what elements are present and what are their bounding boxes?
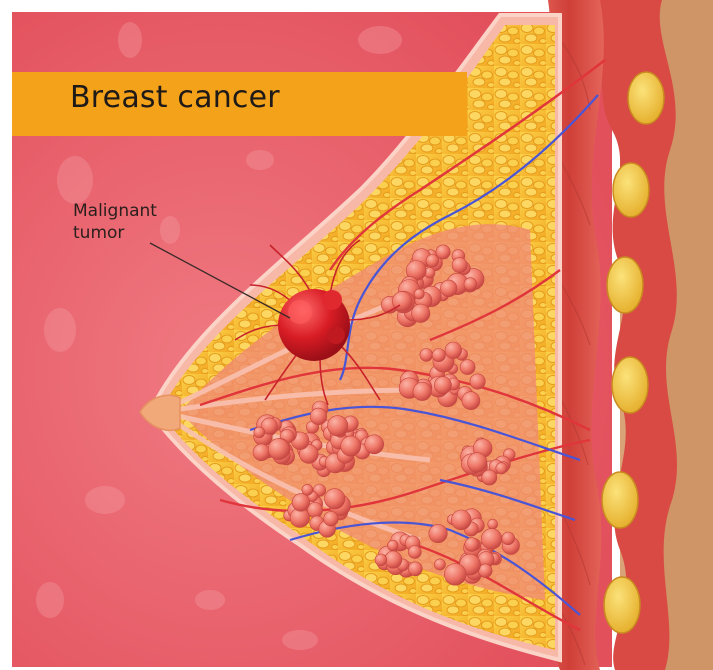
rib-icon [613, 163, 649, 217]
rib-icon [612, 357, 648, 413]
page-title: Breast cancer [70, 80, 280, 115]
tumor-label: Malignant tumor [73, 200, 157, 244]
rib-icon [607, 257, 643, 313]
lobule-cluster-icon [253, 415, 297, 464]
tumor-label-line1: Malignant [73, 200, 157, 222]
rib-icon [628, 72, 664, 124]
tumor-label-line2: tumor [73, 222, 157, 244]
rib-icon [602, 472, 638, 528]
rib-icon [604, 577, 640, 633]
